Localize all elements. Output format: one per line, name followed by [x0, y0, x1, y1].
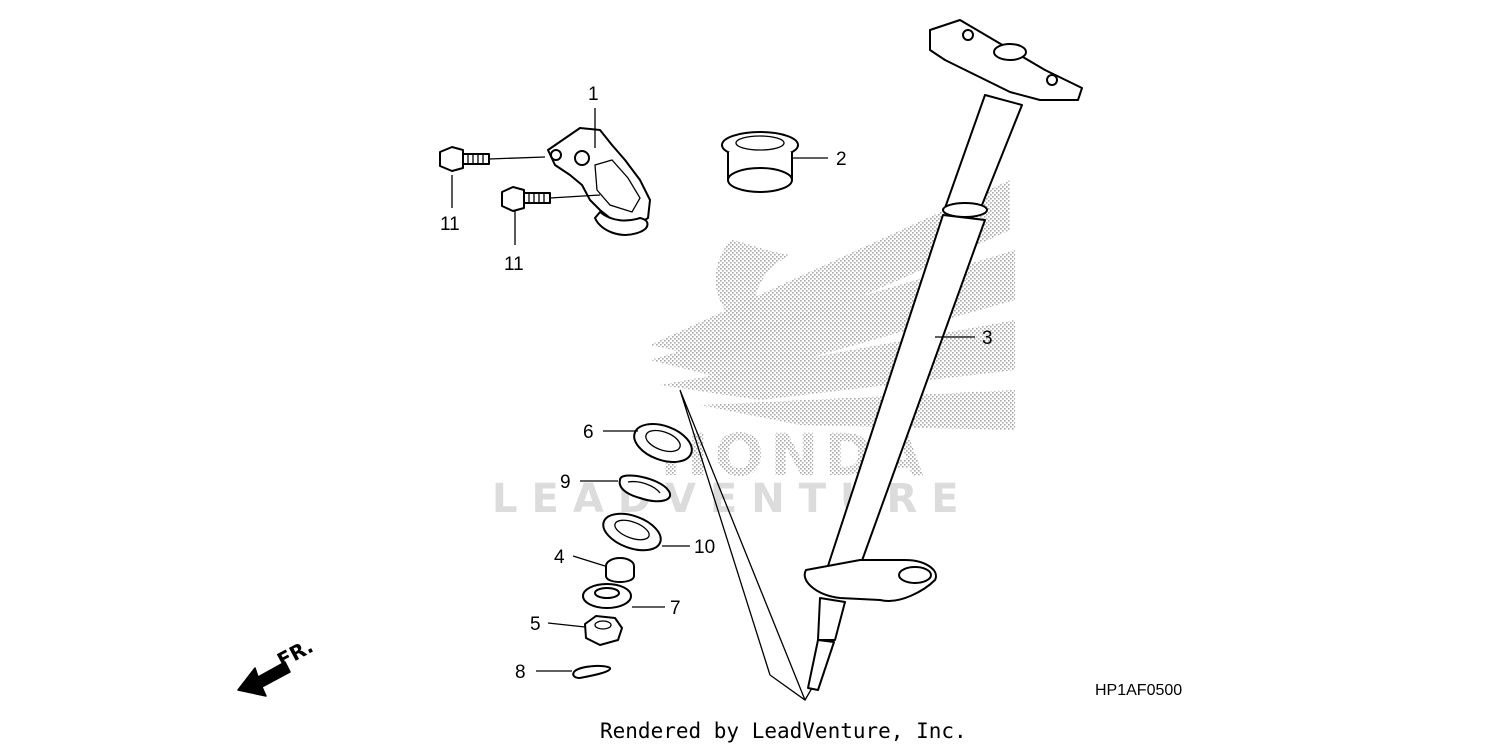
part-6-bearing[interactable] [629, 417, 697, 469]
part-8-cotter-pin[interactable] [572, 664, 612, 679]
diagram-code: HP1AF0500 [1095, 682, 1182, 699]
callout-11-upper[interactable]: 11 [440, 214, 460, 235]
callout-labels: 1 2 3 4 5 6 7 8 9 10 11 11 [440, 84, 993, 683]
part-4-collar[interactable] [605, 557, 635, 583]
callout-5[interactable]: 5 [530, 614, 541, 635]
part-10-bearing[interactable] [598, 507, 665, 558]
callout-2[interactable]: 2 [836, 149, 847, 170]
part-5-nut[interactable] [584, 615, 623, 646]
front-direction-arrow: FR. [237, 634, 317, 697]
part-9-snap-ring[interactable] [618, 474, 671, 503]
front-arrow-icon [237, 661, 291, 697]
part-11-bolt-upper[interactable] [439, 146, 490, 172]
part-1-bracket[interactable] [547, 127, 651, 236]
callout-10[interactable]: 10 [694, 537, 715, 558]
callout-11-lower[interactable]: 11 [504, 254, 524, 275]
callout-8[interactable]: 8 [515, 662, 526, 683]
callout-7[interactable]: 7 [670, 598, 681, 619]
callout-4[interactable]: 4 [554, 547, 565, 568]
callout-1[interactable]: 1 [588, 84, 599, 105]
part-2-grommet[interactable] [721, 131, 799, 193]
part-7-seal[interactable] [582, 583, 632, 609]
credit-text: Rendered by LeadVenture, Inc. [600, 719, 967, 743]
callout-6[interactable]: 6 [583, 422, 594, 443]
part-3-steering-shaft[interactable] [803, 19, 1083, 691]
leader-lines [451, 108, 975, 701]
part-11-bolt-lower[interactable] [501, 186, 551, 212]
callout-3[interactable]: 3 [982, 328, 993, 349]
callout-9[interactable]: 9 [560, 472, 571, 493]
